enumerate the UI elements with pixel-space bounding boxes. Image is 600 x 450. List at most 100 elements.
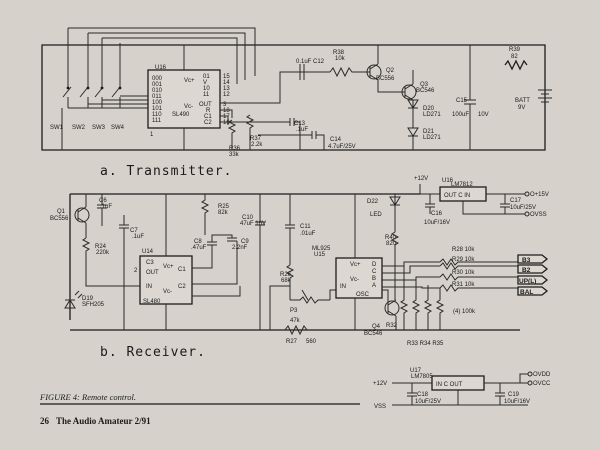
d19-label: D19 bbox=[82, 296, 94, 302]
r27-label: R27 bbox=[286, 339, 298, 345]
u16-label: U16 bbox=[155, 65, 167, 71]
u15-osc: OSC bbox=[356, 292, 370, 298]
ovss-label: OVSS bbox=[530, 212, 547, 218]
r37-label: R37 bbox=[250, 136, 262, 142]
u16-c1: C1 bbox=[204, 114, 212, 120]
vcc-label: OVCC bbox=[533, 381, 551, 387]
u15-vcc: Vc+ bbox=[350, 262, 361, 268]
r25-label: R25 bbox=[218, 204, 230, 210]
r38-value: 10k bbox=[335, 56, 346, 62]
regulator-lm7812: U16 LM7812 OUT C IN +12V O+15V OVSS C16 … bbox=[414, 176, 549, 226]
transistor-q2: Q2 BC556 bbox=[366, 45, 405, 93]
c15-label: C15 bbox=[456, 98, 468, 104]
u14-pin-2: 2 bbox=[134, 268, 138, 274]
r27-value: 560 bbox=[306, 339, 317, 345]
u16-out: OUT bbox=[199, 102, 212, 108]
q2-label: Q2 bbox=[386, 68, 395, 74]
r36-value: 33k bbox=[229, 152, 240, 158]
r28-label: R28 10k bbox=[452, 247, 475, 253]
output-b2: B2 bbox=[522, 267, 531, 274]
r25-value: 82k bbox=[218, 210, 229, 216]
d21-label: D21 bbox=[423, 129, 435, 135]
ic-u15-ml925: ML925 U15 IN OSC D C B A Vc+ Vc- bbox=[312, 194, 383, 330]
c10-value: 47uF 16V bbox=[240, 221, 266, 227]
r31-label: R31 10k bbox=[452, 282, 475, 288]
vss-label: VSS bbox=[374, 404, 386, 410]
p3-label: P3 bbox=[290, 308, 298, 314]
u16-out-01: 01 bbox=[203, 74, 210, 80]
c16-label: C16 bbox=[431, 211, 443, 217]
led-d20-d21: D20 LD271 D21 LD271 bbox=[407, 99, 441, 150]
r32-label: R32 bbox=[386, 323, 398, 329]
u16-vcc: Vc+ bbox=[184, 78, 195, 84]
c14-value: 4.7uF/25V bbox=[328, 144, 356, 150]
u14-label: U14 bbox=[142, 249, 154, 255]
u16-pin-18: 18 bbox=[223, 108, 230, 114]
u14-c3: C3 bbox=[146, 260, 154, 266]
u15-a: A bbox=[372, 283, 376, 289]
u14-in: IN bbox=[146, 284, 152, 290]
c14-label: C14 bbox=[330, 137, 342, 143]
u16-pin-1: 1 bbox=[150, 132, 154, 138]
q1-part: BC556 bbox=[50, 216, 69, 222]
c19-label: C19 bbox=[508, 392, 520, 398]
u16-vss: Vc- bbox=[184, 104, 193, 110]
u16-out-10: 10 bbox=[203, 86, 210, 92]
c18-value: 10uF/25V bbox=[415, 399, 441, 405]
r26-label: R26 bbox=[280, 272, 292, 278]
battery-label: BATT bbox=[515, 98, 530, 104]
c13-label: C13 bbox=[294, 121, 306, 127]
output-terminals: B3 B2 UP(L) BAL bbox=[517, 254, 549, 296]
c19-value: 10uF/16V bbox=[504, 399, 530, 405]
plus-12v-label: +12V bbox=[414, 176, 428, 182]
footer-page-number: 26 bbox=[40, 416, 50, 426]
c17-value: 10uF/25V bbox=[510, 205, 536, 211]
ic-u16-sl490: U16 SL490 Vc+ Vc- 000 001 010 011 100 10… bbox=[147, 45, 230, 150]
d22-label: D22 bbox=[367, 199, 379, 205]
c17-label: C17 bbox=[510, 198, 522, 204]
q2-part: BC556 bbox=[376, 76, 395, 82]
u16-code-5: 101 bbox=[152, 106, 163, 112]
u16-c2: C2 bbox=[204, 120, 212, 126]
c7-value: .1uF bbox=[132, 234, 144, 240]
lm7812-pins: OUT C IN bbox=[444, 193, 470, 199]
figure-caption: FIGURE 4: Remote control. bbox=[39, 392, 136, 402]
u15-b: B bbox=[372, 276, 376, 282]
plus-12v-b-label: +12V bbox=[373, 381, 387, 387]
u16-code-6: 110 bbox=[152, 112, 162, 118]
c13-value: .1uF bbox=[296, 127, 308, 133]
transmitter-caption: a. Transmitter. bbox=[100, 164, 232, 179]
ic-u14-sl480: U14 SL480 C3 2 OUT IN C1 C2 Vc+ Vc- bbox=[134, 194, 193, 330]
u14-c2: C2 bbox=[178, 284, 186, 290]
u16-out-v: V bbox=[203, 80, 207, 86]
u16-code-7: 111 bbox=[152, 118, 162, 124]
u15-c: C bbox=[372, 269, 377, 275]
u16-pin-13: 13 bbox=[223, 86, 230, 92]
u14-c1: C1 bbox=[178, 267, 186, 273]
transistor-q3: Q3 BC546 bbox=[401, 70, 435, 108]
u15-d: D bbox=[372, 262, 377, 268]
q4-label: Q4 bbox=[372, 324, 381, 330]
d22-led: LED bbox=[370, 212, 382, 218]
c10-label: C10 bbox=[242, 215, 254, 221]
transistor-q1: Q1 BC556 bbox=[50, 206, 90, 224]
c15-value: 100uF bbox=[452, 112, 469, 118]
u16-pin-12: 12 bbox=[223, 92, 230, 98]
switch-label-1: SW1 bbox=[50, 125, 64, 131]
footer-publication: The Audio Amateur 2/91 bbox=[56, 416, 151, 426]
u16-pin-15: 15 bbox=[223, 74, 230, 80]
receiver-caption: b. Receiver. bbox=[100, 345, 206, 360]
r39-label: R39 bbox=[509, 47, 521, 53]
battery-voltage: 9V bbox=[518, 105, 525, 111]
r40-value: 820 bbox=[386, 241, 397, 247]
u14-out: OUT bbox=[146, 270, 159, 276]
output-upl: UP(L) bbox=[519, 278, 536, 285]
c11-value: .01uF bbox=[300, 231, 316, 237]
transmitter-section: SW1 SW2 SW3 SW4 U16 SL490 Vc+ Vc- 000 00… bbox=[41, 27, 552, 158]
lm7805-label: U17 bbox=[410, 368, 422, 374]
c7-label: C7 bbox=[130, 228, 138, 234]
u16-out-11: 11 bbox=[203, 92, 210, 98]
regulator-lm7805: U17 LM7805 IN C OUT +12V VSS OVDD OVCC C… bbox=[373, 368, 551, 410]
